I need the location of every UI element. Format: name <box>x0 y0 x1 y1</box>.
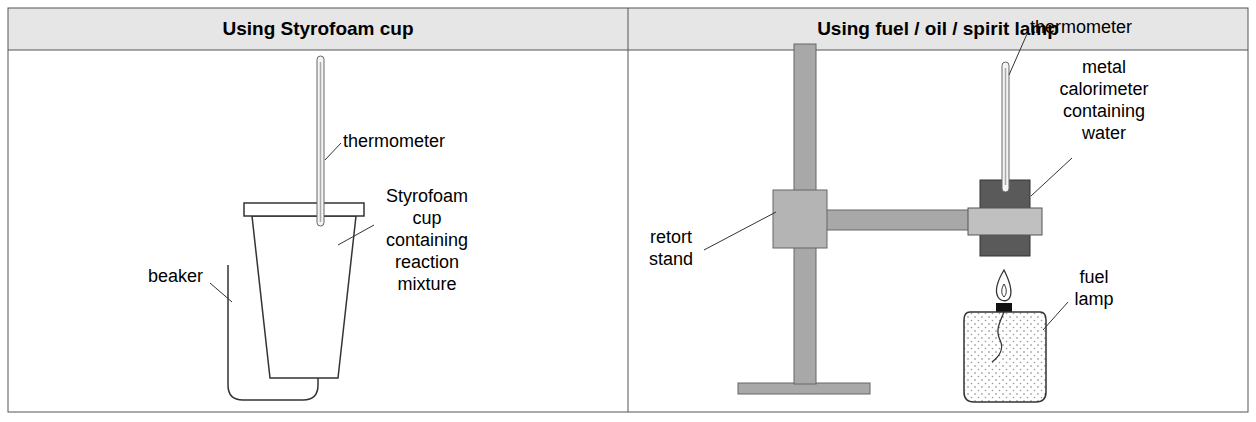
part-label: thermometer <box>1030 16 1132 38</box>
leader-line <box>338 225 374 245</box>
calorimeter-clamp <box>968 208 1042 235</box>
boss-head <box>773 190 827 248</box>
table-border <box>8 8 1248 412</box>
leader-line <box>704 212 776 250</box>
table-header: Using Styrofoam cup <box>8 8 628 50</box>
part-label: fuel lamp <box>1068 266 1120 310</box>
thermometer <box>317 56 324 226</box>
cup-lid <box>244 203 364 216</box>
wick <box>992 312 1004 362</box>
part-label: beaker <box>148 265 203 287</box>
flame <box>996 270 1011 301</box>
styrofoam-cup <box>252 216 356 378</box>
fuel-lamp <box>964 312 1046 402</box>
stand-base <box>738 383 870 394</box>
leader-line <box>1031 158 1072 196</box>
part-label: metal calorimeter containing water <box>1048 56 1160 144</box>
table-header: Using fuel / oil / spirit lamp <box>628 8 1248 50</box>
part-label: Styrofoam cup containing reaction mixtur… <box>378 185 476 295</box>
leader-line <box>210 283 232 302</box>
leader-line <box>325 143 341 160</box>
thermometer-column <box>320 62 322 222</box>
leader-line <box>1043 302 1068 330</box>
part-label: thermometer <box>343 130 445 152</box>
thermometer <box>1002 62 1009 192</box>
inner-flame <box>1002 284 1007 297</box>
thermometer-column <box>1005 68 1007 185</box>
part-label: retort stand <box>636 226 706 270</box>
wick-holder <box>996 303 1012 312</box>
table-rule <box>628 8 629 412</box>
clamp-arm <box>825 210 973 230</box>
leader-line <box>1009 34 1027 75</box>
